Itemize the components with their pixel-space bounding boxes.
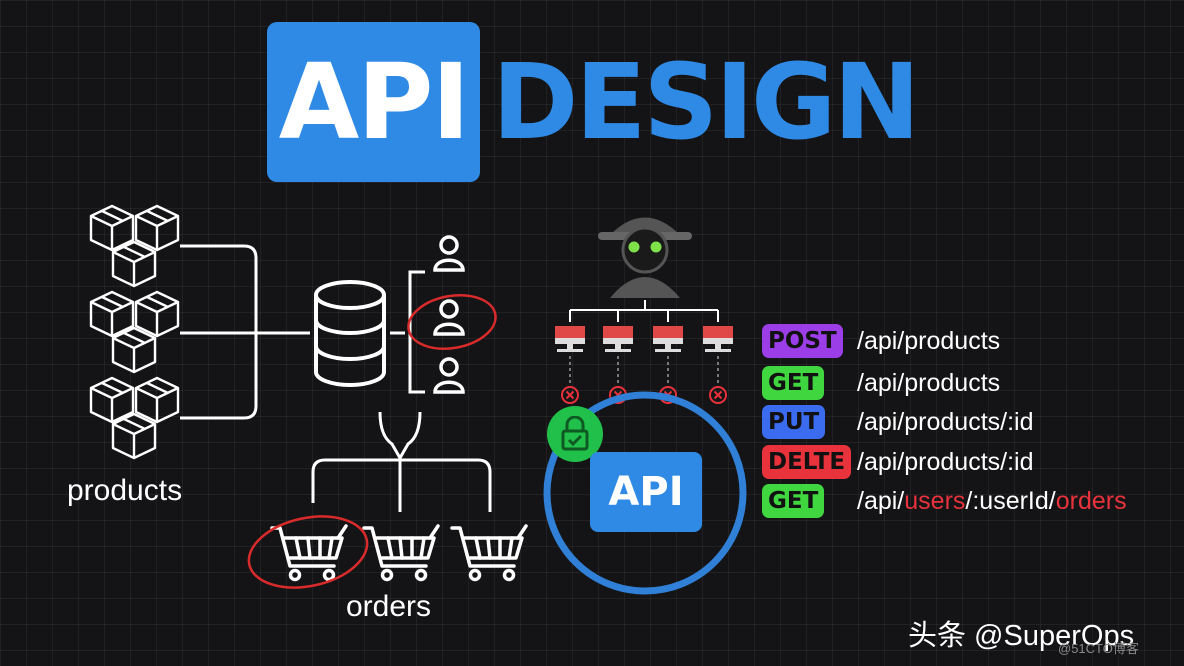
- box-group-1: [89, 204, 180, 288]
- attack-lines: [569, 300, 719, 322]
- box-icon: [89, 376, 135, 424]
- lock-icon: [547, 406, 603, 462]
- blocked-icon: [709, 386, 727, 404]
- user-icon: [433, 357, 465, 394]
- cart-highlight-circle: [247, 515, 369, 589]
- box-icon: [134, 204, 180, 252]
- box-icon: [111, 412, 157, 460]
- shopping-cart-icon: [270, 524, 348, 582]
- path-segment: /:userId/: [965, 486, 1056, 515]
- user-icon: [433, 235, 465, 272]
- api-box-label: API: [608, 469, 684, 515]
- user-icon: [433, 299, 465, 336]
- shopping-cart-icon: [362, 524, 440, 582]
- endpoint-row: GET /api/products: [762, 364, 1000, 402]
- shopping-cart-icon: [450, 524, 528, 582]
- box-icon: [111, 240, 157, 288]
- api-ring: [543, 391, 747, 595]
- blocked-lines: [569, 356, 719, 387]
- api-box: API: [590, 452, 702, 532]
- box-icon: [134, 376, 180, 424]
- title-api-box: API: [267, 22, 480, 182]
- path-segment: /api/: [857, 486, 905, 515]
- endpoint-row: PUT /api/products/:id: [762, 403, 1034, 441]
- blocked-icon: [561, 386, 579, 404]
- box-icon: [89, 204, 135, 252]
- server-icon: [703, 326, 733, 352]
- box-group-3: [89, 376, 180, 460]
- orders-label: orders: [346, 590, 432, 623]
- watermark-sub: @51CTO博客: [1058, 641, 1139, 656]
- endpoint-path: /api/products: [857, 368, 1001, 397]
- endpoint-row: GET /api/users/:userId/orders: [762, 482, 1127, 520]
- server-icon: [603, 326, 633, 352]
- user-highlight-circle: [407, 294, 497, 350]
- path-segment-highlight: orders: [1055, 486, 1127, 515]
- method-badge: GET: [762, 484, 825, 518]
- box-icon: [89, 290, 135, 338]
- endpoint-path: /api/products/:id: [857, 447, 1034, 476]
- server-icon: [653, 326, 683, 352]
- box-icon: [111, 326, 157, 374]
- box-icon: [134, 290, 180, 338]
- method-badge: PUT: [762, 405, 826, 439]
- title-api-text: API: [278, 41, 470, 163]
- watermark: 头条 @SuperOps: [908, 620, 1135, 652]
- endpoint-path: /api/products/:id: [857, 407, 1034, 436]
- endpoint-path: /api/products: [857, 326, 1001, 355]
- orders-connector: [311, 411, 492, 512]
- box-group-2: [89, 290, 180, 374]
- method-badge: GET: [762, 366, 825, 400]
- products-connector: [180, 244, 310, 420]
- endpoint-row: POST /api/products: [762, 322, 1000, 360]
- server-icon: [555, 326, 585, 352]
- users-connector: [390, 270, 425, 394]
- title-design-text: DESIGN: [492, 41, 920, 163]
- database-icon: [314, 280, 386, 387]
- endpoint-row: DELTE /api/products/:id: [762, 443, 1034, 481]
- path-segment-highlight: users: [904, 486, 966, 515]
- endpoint-path: /api/users/:userId/orders: [857, 487, 1127, 516]
- products-label: products: [67, 474, 183, 507]
- method-badge: DELTE: [762, 445, 852, 479]
- method-badge: POST: [762, 324, 843, 358]
- hacker-icon: [598, 217, 692, 298]
